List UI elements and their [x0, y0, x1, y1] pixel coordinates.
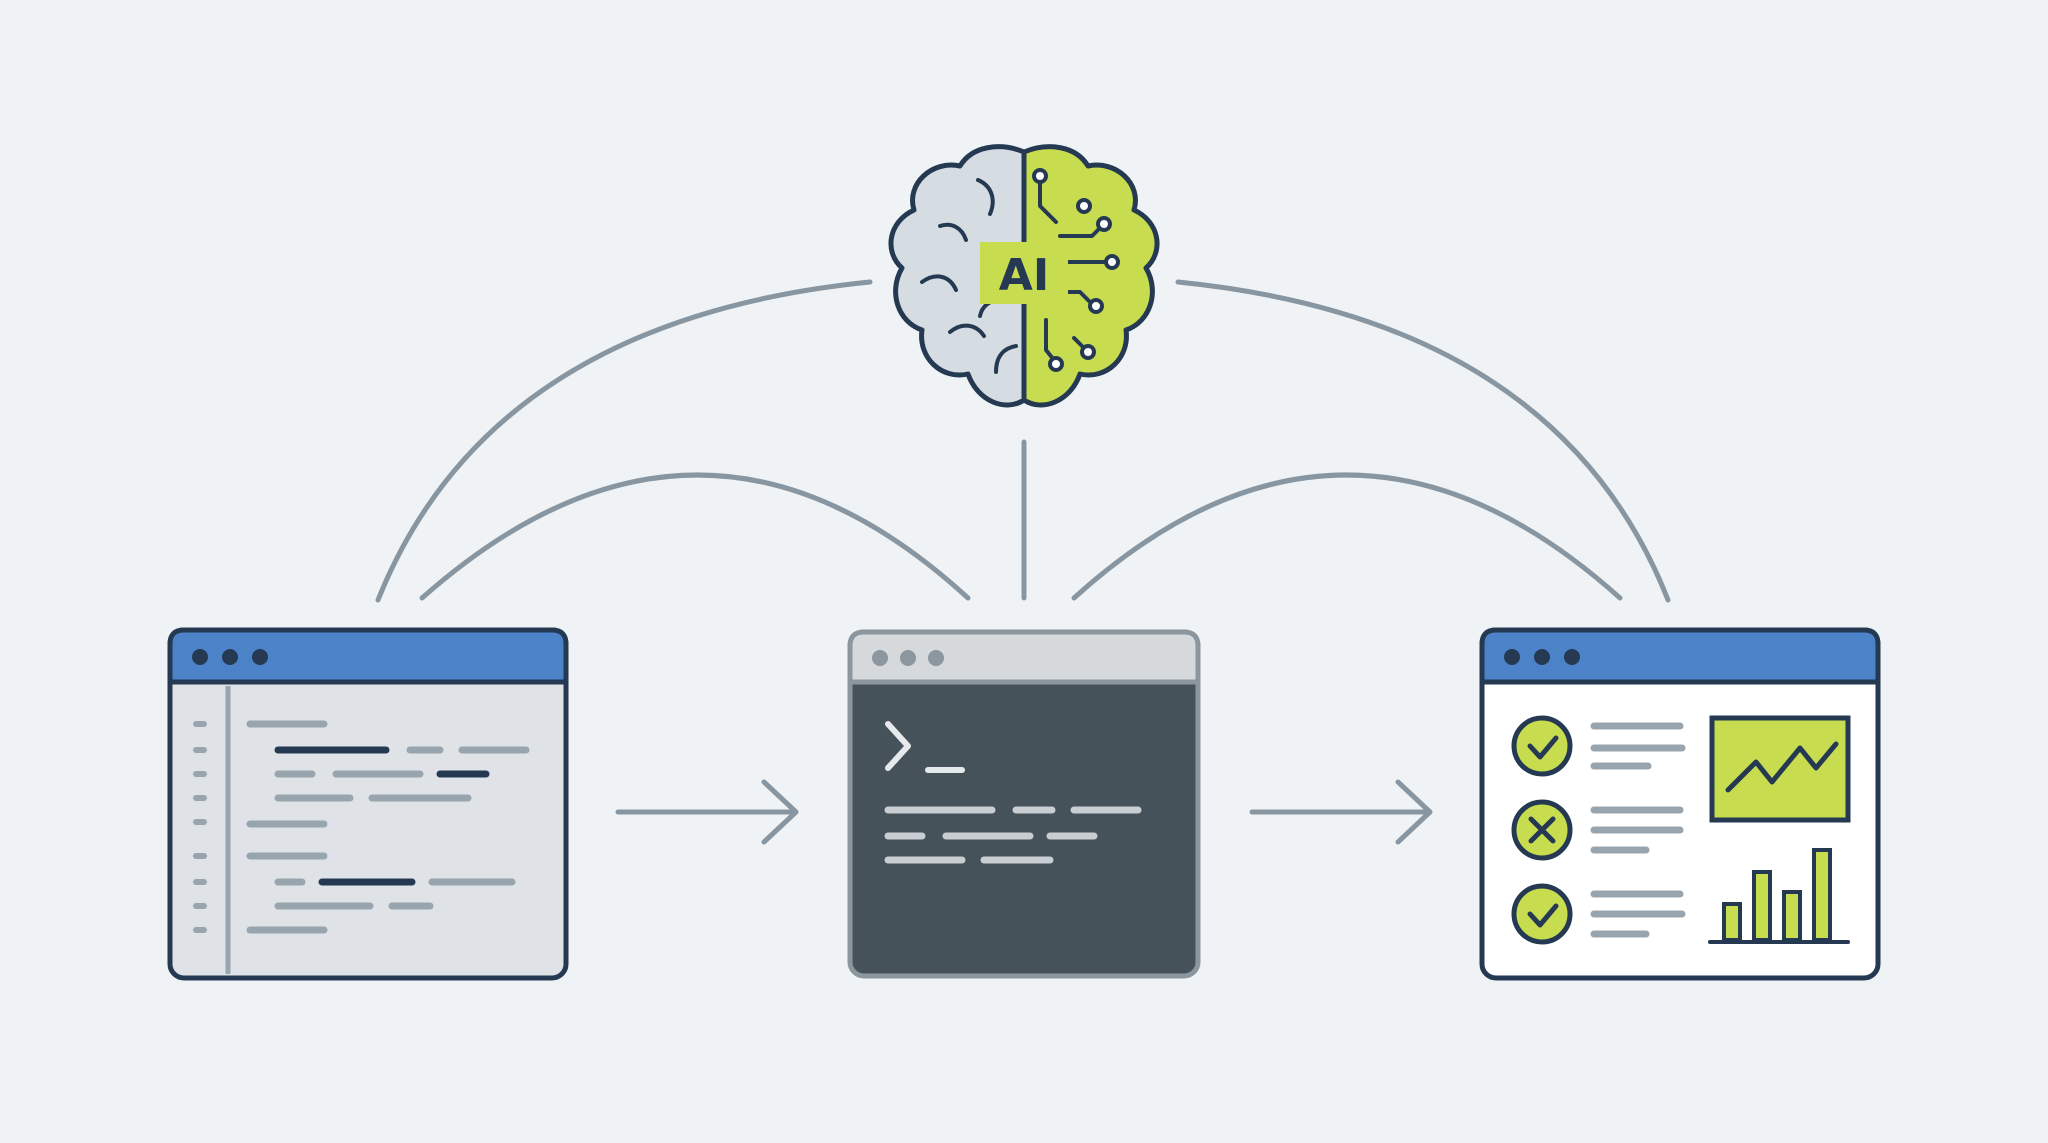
- bar-chart-icon: [1708, 848, 1850, 944]
- check-circle-icon: [1511, 883, 1573, 945]
- line-number-marks: [193, 721, 207, 933]
- window-control-dot: [872, 650, 888, 666]
- results-dashboard-window-icon: [1479, 627, 1881, 981]
- terminal-output-lines: [884, 806, 1142, 864]
- brain-right-hemisphere: [1021, 144, 1160, 408]
- result-text-lines: [1590, 890, 1686, 938]
- terminal-window-icon: [847, 629, 1201, 979]
- editor-to-terminal-arc: [419, 472, 971, 601]
- brain-circuit-icon: AI: [888, 144, 1160, 408]
- window-control-dot: [1564, 649, 1580, 665]
- line-chart-icon: [1709, 715, 1851, 823]
- check-circle-icon: [1511, 715, 1573, 777]
- ai-badge-label: AI: [999, 250, 1049, 301]
- terminal-prompt-icon: [885, 721, 965, 773]
- brain-to-editor-arc: [375, 279, 873, 603]
- code-editor-window-icon: [167, 627, 569, 981]
- code-lines: [246, 720, 530, 934]
- arrow-right-icon: [615, 779, 799, 845]
- window-control-dot: [222, 649, 238, 665]
- window-control-dot: [192, 649, 208, 665]
- window-control-dot: [1534, 649, 1550, 665]
- ai-badge: [980, 242, 1068, 304]
- window-control-dot: [928, 650, 944, 666]
- connectors: [375, 279, 1671, 603]
- window-control-dot: [1504, 649, 1520, 665]
- window-control-dot: [900, 650, 916, 666]
- terminal-to-dashboard-arc: [1071, 472, 1623, 601]
- result-text-lines: [1590, 722, 1686, 770]
- x-circle-icon: [1511, 799, 1573, 861]
- brain-to-dashboard-arc: [1175, 279, 1671, 603]
- window-control-dot: [252, 649, 268, 665]
- result-text-lines: [1590, 806, 1684, 854]
- arrow-right-icon: [1249, 779, 1433, 845]
